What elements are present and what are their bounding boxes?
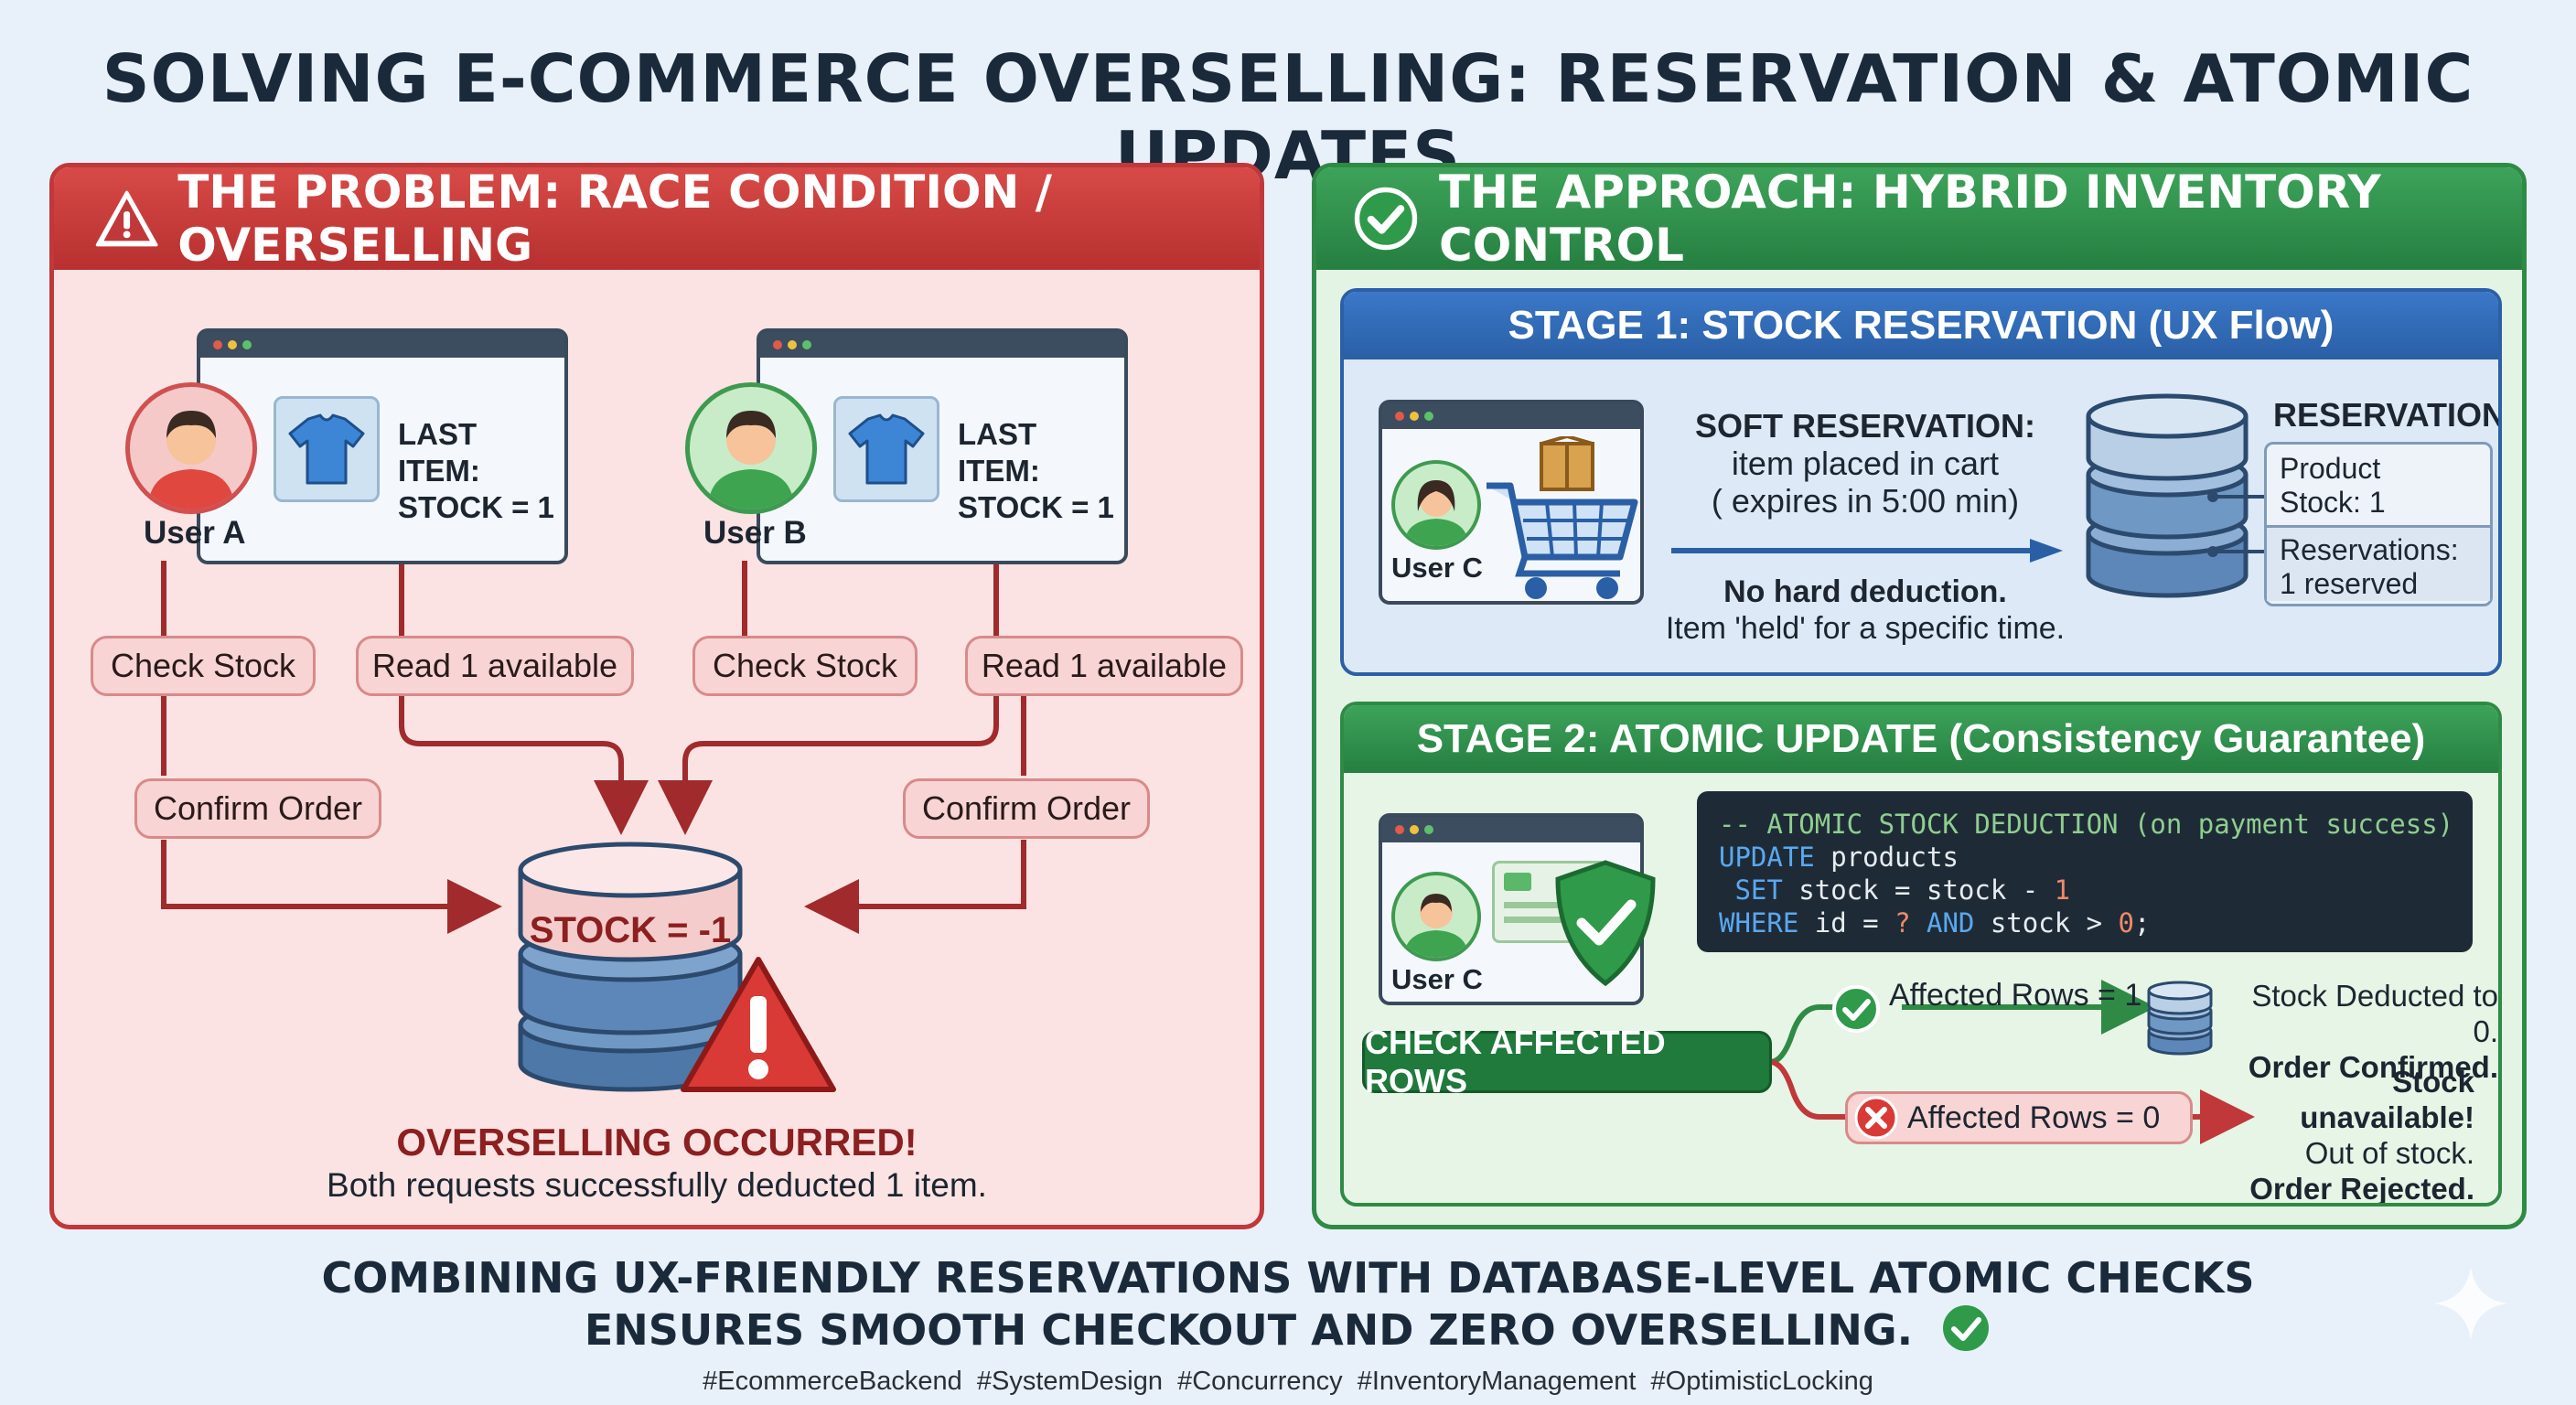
success-line1: Stock Deducted to 0. (2251, 979, 2498, 1048)
warning-icon (681, 957, 836, 1092)
confirm-order-b-step: Confirm Order (903, 778, 1150, 839)
user-a-name: User A (144, 515, 246, 551)
stage2-box: STAGE 2: ATOMIC UPDATE (Consistency Guar… (1340, 702, 2502, 1207)
failure-line1: Stock unavailable! (2300, 1065, 2474, 1134)
security-shield-icon (1555, 860, 1656, 987)
stage1-heading: STAGE 1: STOCK RESERVATION (UX Flow) (1344, 292, 2498, 359)
footer-summary: COMBINING UX-FRIENDLY RESERVATIONS WITH … (0, 1253, 2576, 1355)
sql-update-keyword: UPDATE (1719, 842, 1815, 873)
confirm-order-a-step: Confirm Order (134, 778, 381, 839)
sql-terminator: ; (2134, 907, 2151, 938)
db-stock-label: STOCK = -1 (529, 910, 732, 950)
sql-id-clause: id = (1798, 907, 1895, 938)
user-c-avatar (1391, 872, 1481, 961)
soft-reservation-line2: ( expires in 5:00 min) (1711, 482, 2020, 520)
user-b-name: User B (703, 515, 807, 551)
sql-decrement-value: 1 (2054, 874, 2071, 906)
sql-code-block: -- ATOMIC STOCK DEDUCTION (on payment su… (1697, 791, 2473, 952)
reservation-arrow (1671, 539, 2063, 563)
user-b-card-line2: STOCK = 1 (958, 490, 1114, 524)
reservation-title: RESERVATION (2273, 396, 2502, 434)
user-a-browser: LAST ITEM: STOCK = 1 (197, 328, 568, 564)
user-a-avatar (125, 382, 257, 514)
user-a-card-line2: STOCK = 1 (398, 490, 554, 524)
warning-icon (95, 190, 158, 247)
user-a-card-line1: LAST ITEM: (398, 417, 480, 488)
sql-zero-value: 0 (2118, 907, 2134, 938)
check-affected-rows-label: CHECK AFFECTED ROWS (1362, 1024, 1772, 1099)
overselling-result-text: Both requests successfully deducted 1 it… (327, 1166, 987, 1204)
check-stock-a-step: Check Stock (91, 636, 316, 696)
stage1-user-name: User C (1391, 552, 1483, 584)
database-icon (2147, 981, 2213, 1056)
no-hard-deduction-title: No hard deduction. (1723, 574, 2007, 609)
footer-line2: ENSURES SMOOTH CHECKOUT AND ZERO OVERSEL… (584, 1305, 1914, 1355)
sql-table-name: products (1814, 842, 1959, 873)
stage2-heading: STAGE 2: ATOMIC UPDATE (Consistency Guar… (1344, 705, 2498, 773)
problem-flow-arrows (161, 561, 1026, 934)
sql-where-keyword: WHERE (1719, 907, 1799, 938)
failure-line2: Out of stock. (2304, 1136, 2474, 1170)
user-icon (1404, 480, 1468, 546)
reservation-count-value: 1 reserved (2280, 567, 2419, 600)
stage1-browser: User C (1379, 400, 1644, 605)
approach-header: THE APPROACH: HYBRID INVENTORY CONTROL (1316, 166, 2522, 272)
check-circle-icon (1832, 985, 1880, 1033)
sql-set-keyword: SET (1719, 874, 1783, 906)
user-icon (708, 411, 794, 509)
user-b-card-line1: LAST ITEM: (958, 417, 1040, 488)
soft-reservation-line1: item placed in cart (1731, 445, 2000, 482)
reservation-card: Product Stock: 1 Reservations: 1 reserve… (2264, 442, 2493, 606)
sql-set-expression: stock = stock - (1782, 874, 2055, 906)
shopping-cart-icon (1487, 436, 1638, 599)
sql-and-keyword: AND (1910, 907, 1975, 938)
x-circle-icon (1854, 1096, 1898, 1140)
footer-hashtags: #EcommerceBackend #SystemDesign #Concurr… (703, 1367, 1873, 1396)
soft-reservation-title: SOFT RESERVATION: (1694, 407, 2036, 445)
user-b-browser: LAST ITEM: STOCK = 1 (757, 328, 1128, 564)
success-line2: Order Confirmed. (2248, 1050, 2498, 1084)
failure-affected-rows: Affected Rows = 0 (1907, 1100, 2161, 1135)
sql-comment: -- ATOMIC STOCK DEDUCTION (on payment su… (1719, 809, 2454, 840)
failure-rows-pill (1845, 1091, 2193, 1144)
approach-heading: THE APPROACH: HYBRID INVENTORY CONTROL (1439, 166, 2381, 272)
sql-stock-clause: stock > (1974, 907, 2119, 938)
user-icon (148, 411, 234, 509)
reservation-count-label: Reservations: (2280, 533, 2459, 566)
page-title: SOLVING E-COMMERCE OVERSELLING: RESERVAT… (102, 40, 2474, 194)
check-circle-icon (1943, 1305, 1990, 1351)
tshirt-icon (288, 413, 365, 485)
tshirt-product-card (833, 396, 939, 502)
tshirt-product-card (274, 396, 380, 502)
check-stock-b-step: Check Stock (692, 636, 918, 696)
database-icon (518, 842, 743, 1092)
problem-header: THE PROBLEM: RACE CONDITION / OVERSELLIN… (54, 166, 1260, 272)
problem-heading: THE PROBLEM: RACE CONDITION / OVERSELLIN… (177, 166, 1053, 272)
reservation-stock-label: Stock: 1 (2280, 486, 2386, 519)
no-hard-deduction-text: Item 'held' for a specific time. (1665, 611, 2066, 646)
stage1-box: STAGE 1: STOCK RESERVATION (UX Flow) Use… (1340, 288, 2502, 676)
footer-line1: COMBINING UX-FRIENDLY RESERVATIONS WITH … (321, 1253, 2255, 1303)
sparkle-icon (2434, 1267, 2507, 1340)
read-available-a-step: Read 1 available (356, 636, 634, 696)
failure-line3: Order Rejected. (2249, 1172, 2474, 1206)
stage2-user-name: User C (1391, 963, 1483, 995)
success-affected-rows: Affected Rows = 1 (1889, 978, 2142, 1013)
user-c-avatar (1391, 460, 1481, 550)
check-circle-icon (1354, 187, 1418, 251)
tshirt-icon (848, 413, 925, 485)
reservation-product-label: Product (2280, 452, 2381, 485)
read-available-b-step: Read 1 available (965, 636, 1243, 696)
overselling-result-title: OVERSELLING OCCURRED! (396, 1121, 918, 1164)
sql-id-placeholder: ? (1894, 907, 1911, 938)
problem-panel: THE PROBLEM: RACE CONDITION / OVERSELLIN… (49, 163, 1264, 1229)
database-icon (2086, 393, 2249, 598)
approach-panel: THE APPROACH: HYBRID INVENTORY CONTROL S… (1312, 163, 2527, 1229)
user-icon (1404, 894, 1468, 958)
user-b-avatar (685, 382, 817, 514)
